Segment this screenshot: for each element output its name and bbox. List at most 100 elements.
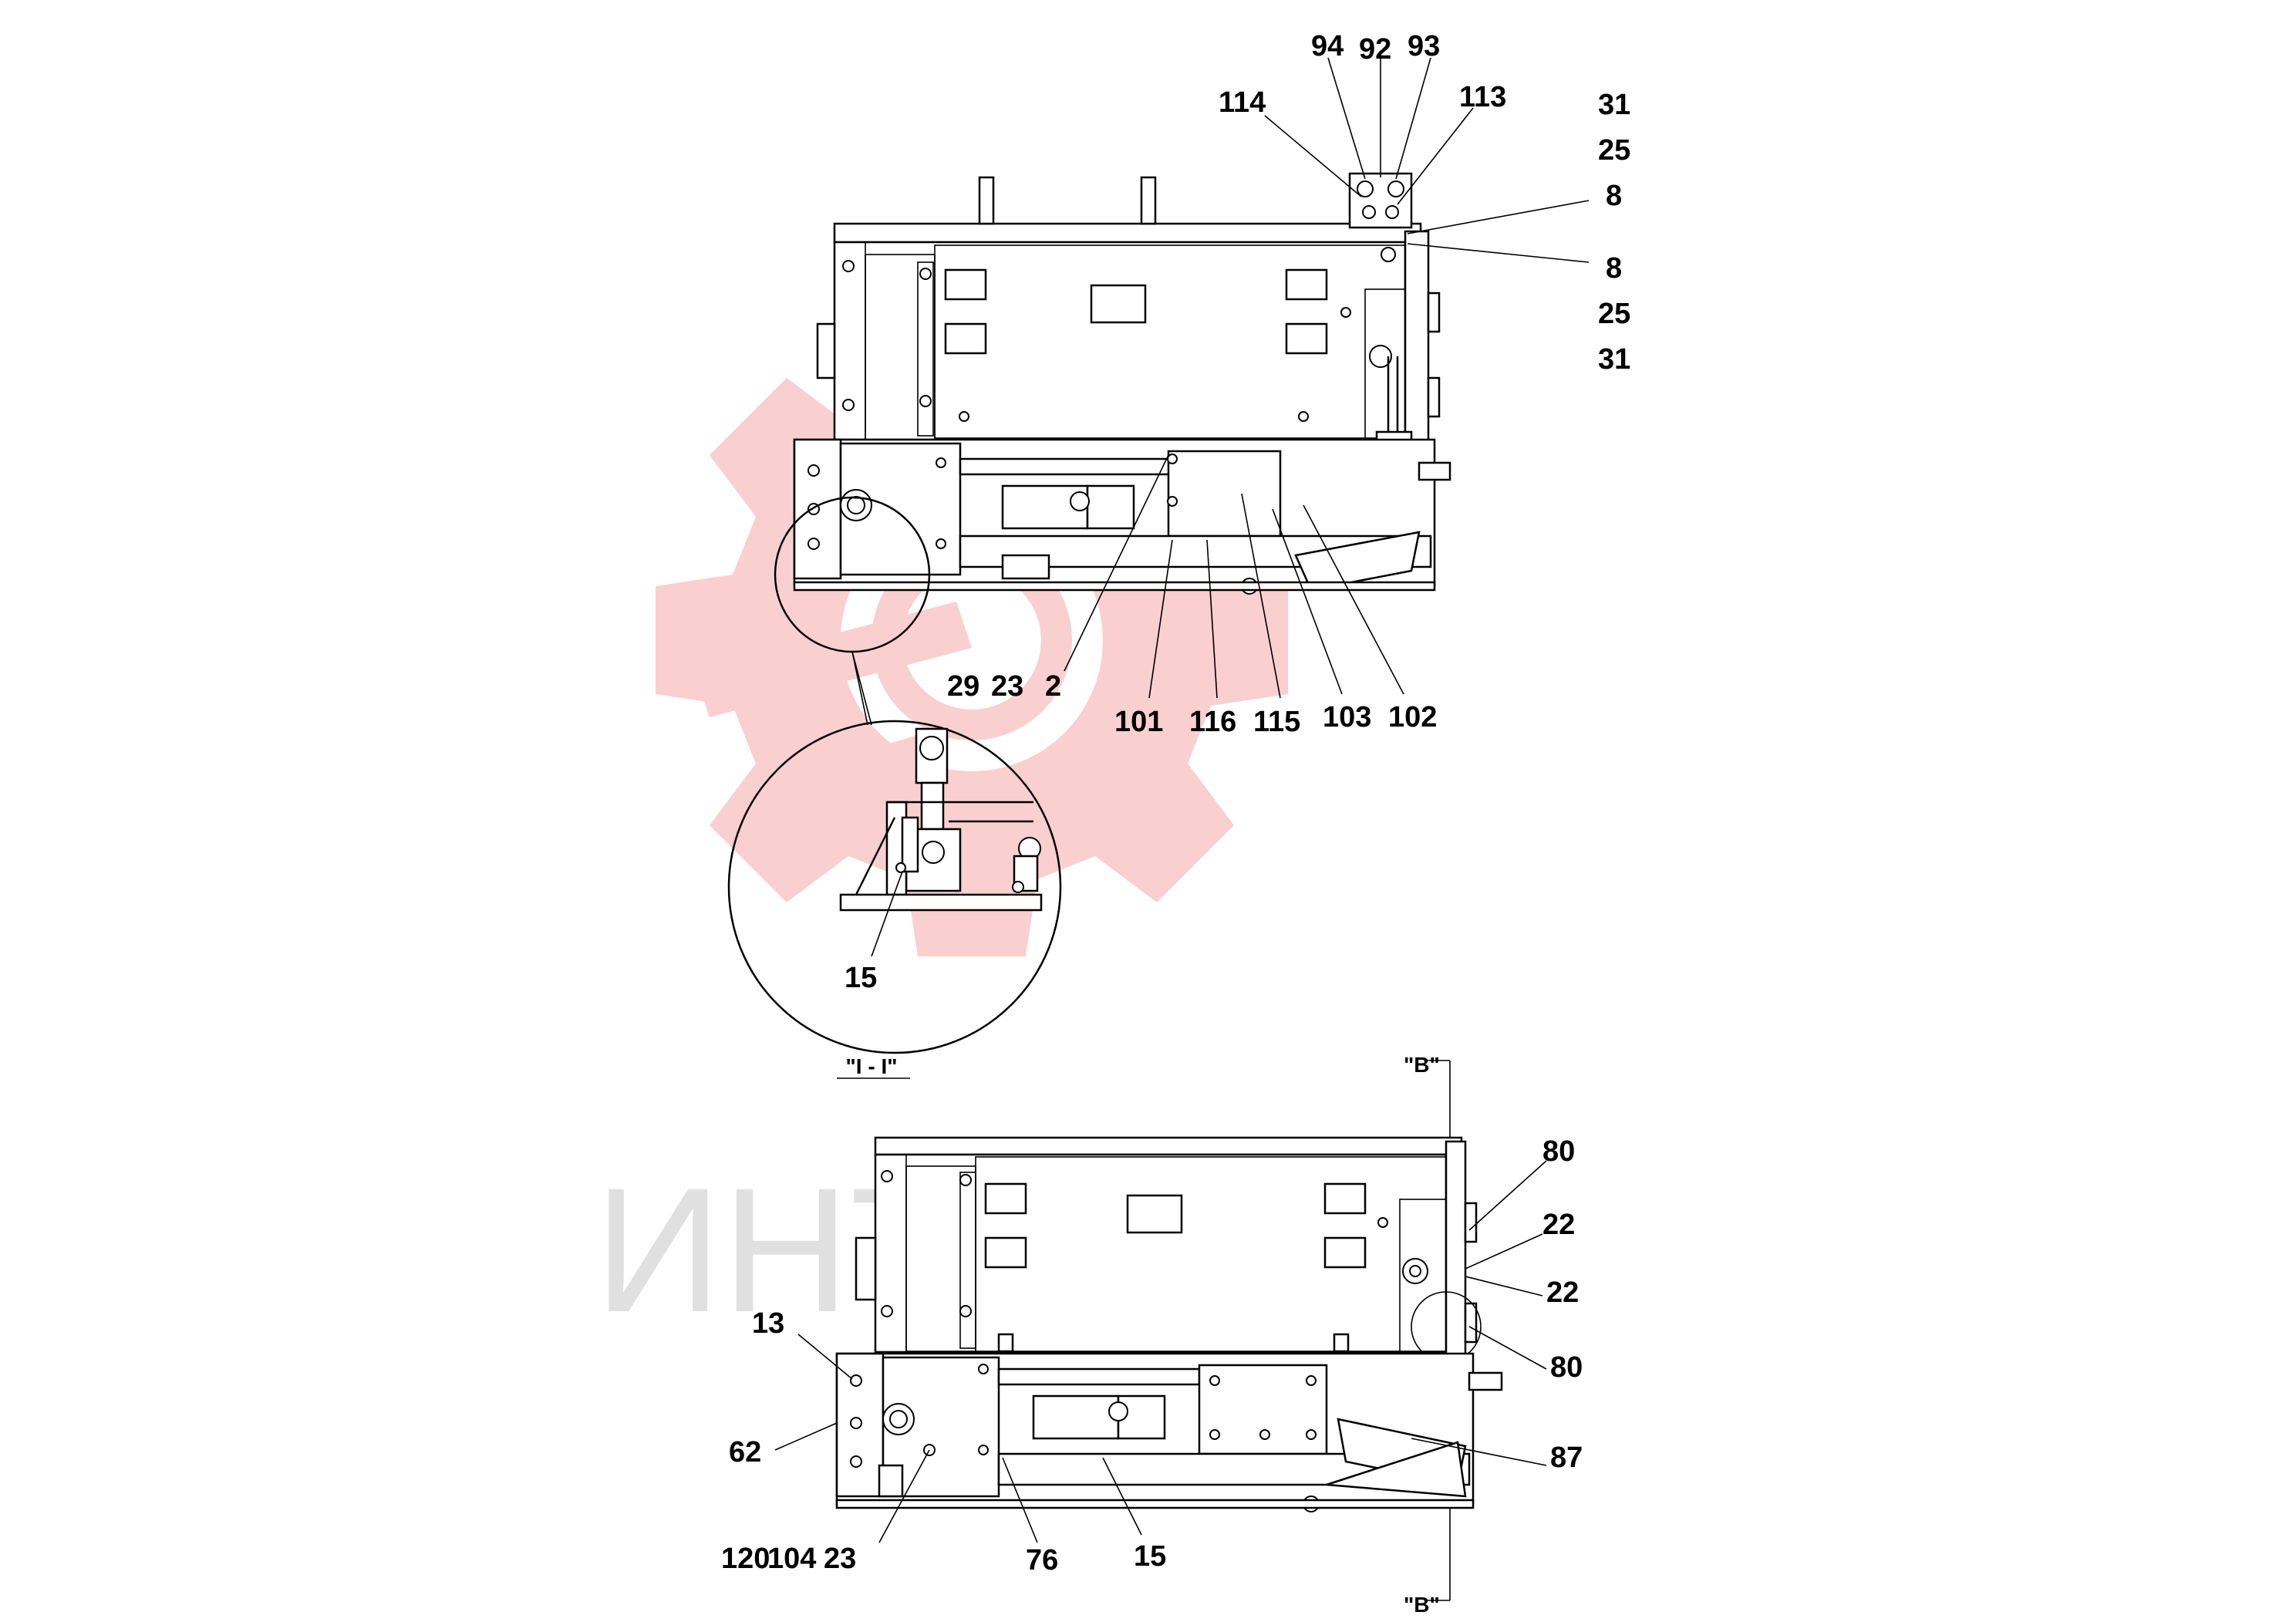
leader-22a — [1465, 1233, 1543, 1270]
b-left-side-knob — [855, 1236, 877, 1301]
b-right-knob-1 — [1464, 1202, 1478, 1243]
label-93: 93 — [1408, 30, 1440, 62]
fitting-block — [1348, 172, 1413, 229]
fitting-bolt-low-left — [1362, 205, 1376, 219]
leader-102 — [1303, 504, 1404, 695]
left-column-inner — [917, 261, 934, 437]
label-31-top: 31 — [1598, 89, 1630, 121]
bush-top-right — [1285, 268, 1328, 301]
label-22-bottom: 22 — [1546, 1276, 1579, 1309]
b-bolt-l3 — [850, 1455, 862, 1468]
view-marker-top: "B" — [1404, 1053, 1440, 1077]
b-nub-1 — [997, 1333, 1014, 1353]
label-31-bottom: 31 — [1598, 343, 1630, 376]
manifold-port-1 — [1167, 496, 1178, 507]
bolt-l3 — [807, 538, 820, 550]
leader-113 — [1397, 107, 1474, 205]
leader-87 — [1411, 1438, 1547, 1466]
stud-right — [1140, 176, 1157, 225]
label-23-top: 23 — [991, 670, 1023, 703]
label-80-top: 80 — [1542, 1135, 1575, 1168]
b-base-plate — [835, 1499, 1475, 1509]
bolt-u4 — [919, 395, 932, 407]
leader-8b — [1407, 243, 1590, 263]
manifold-port-2 — [1167, 454, 1178, 464]
leader-115 — [1241, 493, 1281, 699]
bolt-u5 — [959, 411, 969, 422]
manifold-plate — [1167, 450, 1282, 538]
b-bush-bottom-left — [984, 1236, 1027, 1269]
label-23-bottom: 23 — [824, 1543, 856, 1575]
label-102: 102 — [1388, 701, 1437, 733]
valve-block-top — [959, 457, 1178, 476]
label-62: 62 — [729, 1436, 761, 1469]
fitting-bolt-left — [1357, 180, 1374, 197]
detail-base-plate — [839, 893, 1043, 912]
b-manifold-port-5 — [1306, 1429, 1317, 1440]
label-15-detail: 15 — [845, 962, 877, 994]
fitting-bolt-right — [1387, 180, 1404, 197]
b-right-knob-2 — [1464, 1302, 1478, 1344]
bolt-u1 — [842, 260, 855, 272]
detail-fitting-body — [1013, 855, 1039, 892]
label-76: 76 — [1026, 1544, 1058, 1576]
label-8-bottom: 8 — [1606, 252, 1622, 285]
label-120: 120 — [721, 1543, 770, 1575]
label-29: 29 — [947, 670, 979, 703]
leader-80b — [1468, 1326, 1547, 1370]
stud-left — [978, 176, 995, 225]
bolt-u7 — [1381, 247, 1396, 262]
b-valve-body — [1032, 1394, 1120, 1440]
leader-93 — [1395, 57, 1431, 180]
leader-62 — [774, 1422, 838, 1451]
label-115: 115 — [1253, 706, 1300, 738]
top-rail — [833, 222, 1422, 244]
watermark-stripe-3 — [1003, 740, 1165, 818]
leader-15b — [1102, 1457, 1142, 1536]
label-113: 113 — [1459, 81, 1506, 113]
bottom-view — [774, 1060, 1547, 1601]
leader-103 — [1272, 508, 1343, 695]
b-bush-top-right — [1323, 1182, 1367, 1215]
label-103: 103 — [1323, 701, 1371, 733]
b-right-boss-inner — [1409, 1265, 1421, 1277]
label-22-top: 22 — [1542, 1209, 1575, 1241]
bolt-u3 — [919, 268, 932, 280]
eye-fitting — [1369, 345, 1392, 368]
label-101: 101 — [1114, 706, 1163, 738]
b-bolt-5 — [1377, 1217, 1388, 1228]
label-87: 87 — [1550, 1442, 1583, 1474]
b-bush-top-left — [984, 1182, 1027, 1215]
watermark-stripe-2 — [771, 733, 941, 825]
b-valve-rail — [997, 1367, 1201, 1386]
b-bush-bottom-right — [1323, 1236, 1367, 1269]
detail-circle — [727, 720, 1062, 1054]
left-side-knob — [816, 322, 836, 379]
detail-pin-eye — [919, 736, 944, 760]
foot-block — [1001, 554, 1050, 580]
detail-clevis-eye — [922, 841, 945, 864]
b-lower-boss-inner — [889, 1410, 908, 1428]
right-side-knob-2 — [1427, 376, 1441, 418]
b-bolt-l2 — [850, 1417, 862, 1429]
label-92: 92 — [1359, 33, 1391, 66]
b-right-nut — [1468, 1371, 1503, 1391]
b-manifold-port-1 — [1209, 1375, 1220, 1386]
bolt-l4 — [936, 457, 946, 468]
label-8-top: 8 — [1606, 180, 1622, 212]
label-80-bottom: 80 — [1550, 1351, 1583, 1384]
detail-leader-2 — [851, 651, 872, 726]
bolt-u6 — [1298, 411, 1309, 422]
chute — [1294, 531, 1421, 592]
detail-view — [727, 720, 1062, 1054]
base-plate — [793, 581, 1436, 592]
b-bolt-3 — [959, 1174, 972, 1186]
b-foot — [878, 1464, 904, 1498]
b-right-side-plate — [1445, 1140, 1467, 1363]
label-2: 2 — [1045, 670, 1061, 703]
leader-116 — [1206, 539, 1218, 699]
leader-94 — [1327, 57, 1366, 180]
detail-leader-1 — [851, 651, 868, 726]
detail-small-bolt — [1012, 881, 1024, 893]
